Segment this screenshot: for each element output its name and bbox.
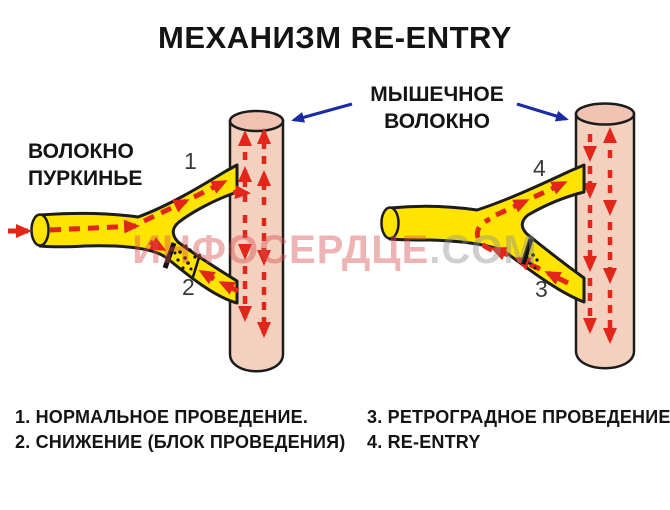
watermark-tld: .COM — [429, 228, 538, 272]
right-muscle-fiber-tube — [574, 112, 636, 370]
marker-2: 2 — [182, 274, 195, 300]
right-muscle-fiber-opening — [574, 102, 636, 126]
right-tube-impulse-arrows — [583, 127, 617, 344]
legend-right: 3. РЕТРОГРАДНОЕ ПРОВЕДЕНИЕ 4. RE-ENTRY — [367, 405, 670, 455]
marker-1: 1 — [184, 148, 197, 174]
left-branch-impulse-arrows — [8, 179, 251, 295]
left-muscle-fiber-opening — [228, 109, 285, 133]
right-block-zone — [520, 238, 539, 270]
marker-4: 4 — [533, 155, 546, 181]
right-purkinje-stem-cap — [380, 206, 400, 240]
blue-pointer-arrows — [291, 102, 569, 123]
muscle-fiber-label-line2: ВОЛОКНО — [384, 110, 490, 133]
muscle-fiber-label: МЫШЕЧНОЕ ВОЛОКНО — [352, 81, 522, 135]
legend-item-4: 4. RE-ENTRY — [367, 432, 481, 452]
watermark: ИНФОСЕРДЦЕ.COM — [0, 228, 670, 273]
purkinje-fiber-label-line1: ВОЛОКНО — [28, 140, 134, 163]
left-block-zone — [162, 242, 202, 278]
legend-item-1: 1. НОРМАЛЬНОЕ ПРОВЕДЕНИЕ. — [15, 407, 309, 427]
watermark-site: ИНФОСЕРДЦЕ — [132, 228, 430, 272]
figure-title: МЕХАНИЗМ RE-ENTRY — [158, 20, 512, 55]
right-pointer-arrow — [516, 102, 569, 122]
legend-left: 1. НОРМАЛЬНОЕ ПРОВЕДЕНИЕ. 2. СНИЖЕНИЕ (Б… — [15, 405, 345, 455]
left-pointer-arrow — [291, 102, 353, 123]
right-muscle-fiber — [574, 102, 636, 370]
legend-item-3: 3. РЕТРОГРАДНОЕ ПРОВЕДЕНИЕ — [367, 407, 670, 427]
muscle-fiber-label-line1: МЫШЕЧНОЕ — [370, 83, 504, 106]
purkinje-fiber-label-line2: ПУРКИНЬЕ — [28, 167, 143, 190]
marker-3: 3 — [535, 276, 548, 302]
purkinje-fiber-label: ВОЛОКНО ПУРКИНЬЕ — [28, 138, 188, 192]
legend-item-2: 2. СНИЖЕНИЕ (БЛОК ПРОВЕДЕНИЯ) — [15, 432, 346, 452]
